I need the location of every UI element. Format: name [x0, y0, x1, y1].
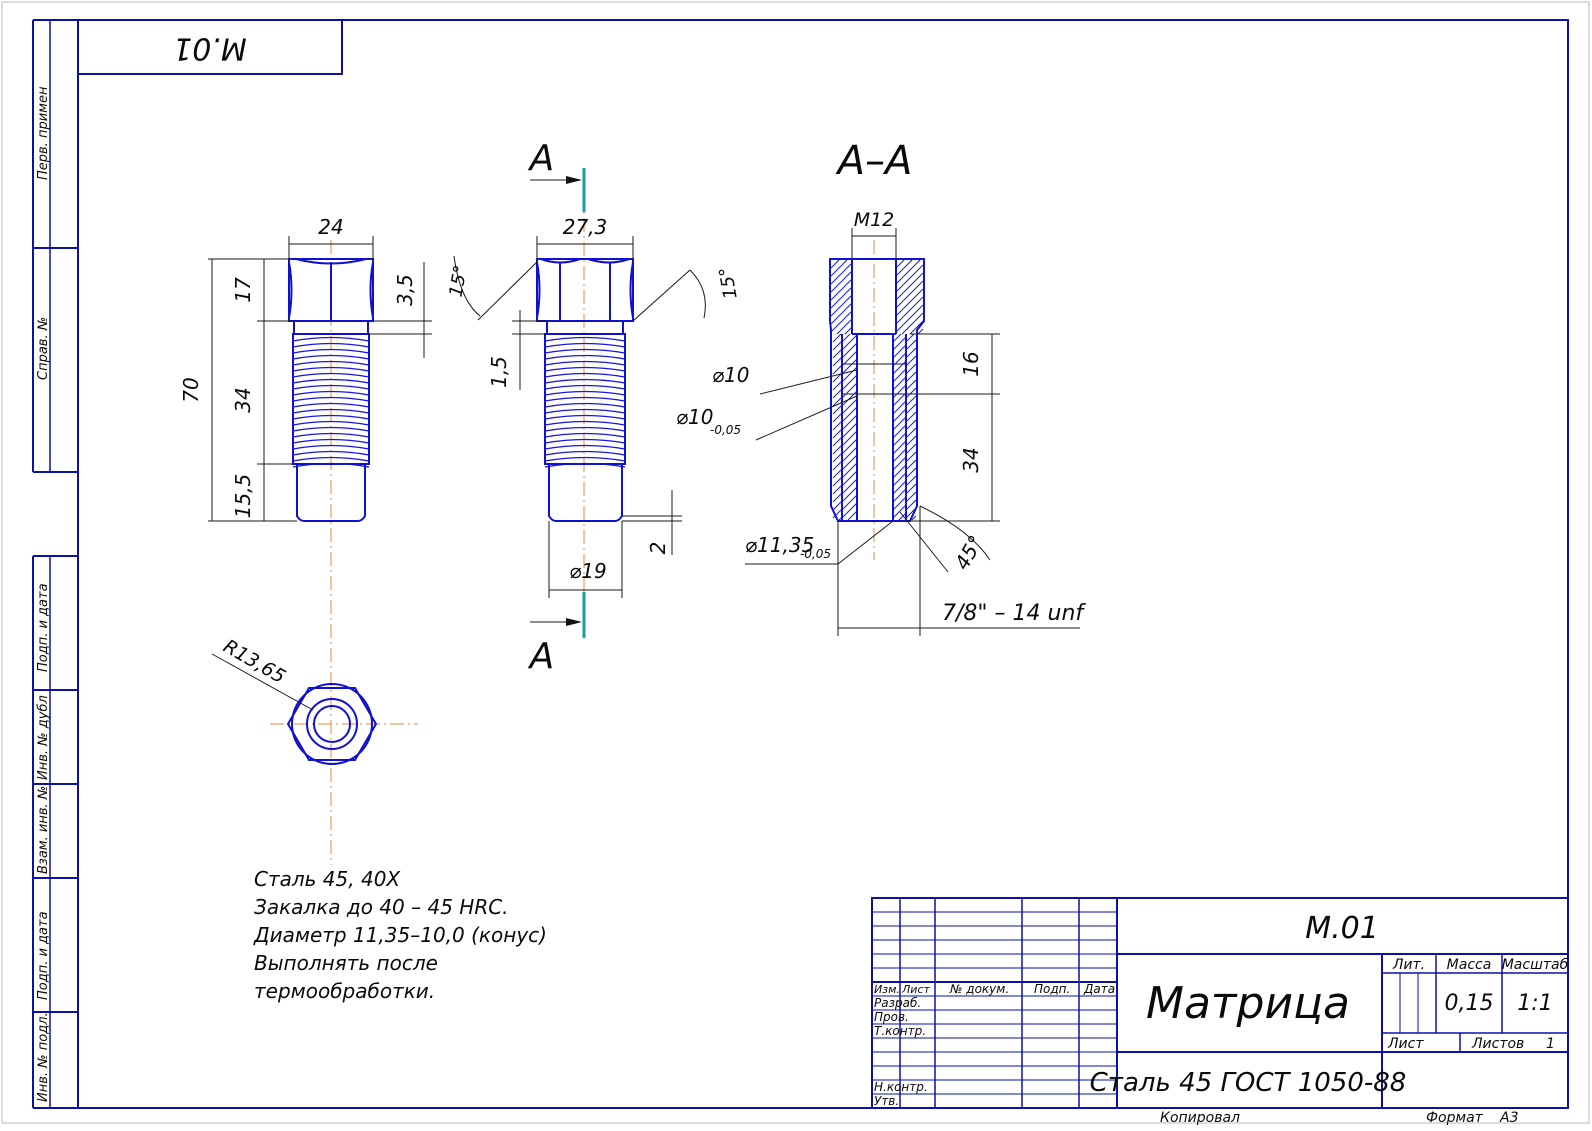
tb-col-data: Дата	[1083, 982, 1115, 996]
tb-col-podp: Подп.	[1034, 982, 1070, 996]
left-margin: Перв. примен Справ. № Подп. и дата Инв. …	[32, 19, 79, 1109]
tb-sheets-label: Листов	[1471, 1036, 1524, 1052]
dim-section-bore-b: ⌀10	[676, 405, 714, 429]
note-line: термообработки.	[254, 979, 435, 1003]
tb-role: Разраб.	[874, 996, 921, 1010]
note-line: Закалка до 40 – 45 HRC.	[254, 895, 509, 919]
margin-inv-podl: Инв. № подл.	[36, 1012, 51, 1102]
tb-format-label: Формат	[1426, 1110, 1484, 1126]
section-letter-bottom: A	[528, 636, 555, 677]
tb-role: Утв.	[874, 1094, 899, 1108]
dim-front-width: 24	[318, 215, 343, 239]
dim-side-angle-left: 15°	[445, 264, 471, 299]
tb-designation: M.01	[1305, 911, 1379, 946]
margin-inv-dubl: Инв. № дубл	[36, 695, 51, 780]
dim-side-dia: ⌀19	[569, 559, 607, 583]
dim-section-angle: 45°	[950, 531, 989, 574]
margin-sprav-no: Справ. №	[36, 317, 51, 380]
margin-vzam-inv: Взам. инв. №	[36, 786, 51, 874]
tb-role: Т.контр.	[874, 1024, 926, 1038]
dim-side-angle-right: 15°	[715, 265, 741, 300]
front-view: 24 70 17 34 15,5 3,5	[179, 215, 432, 865]
dim-front-thread: 34	[231, 387, 255, 412]
note-line: Выполнять после	[254, 951, 438, 975]
dim-section-len-a: 16	[959, 351, 983, 376]
dim-front-head: 17	[231, 277, 255, 303]
dim-section-thread-spec: 7/8" – 14 unf	[942, 601, 1086, 626]
tb-col-doc: № докум.	[949, 982, 1009, 996]
tb-copied: Копировал	[1160, 1110, 1240, 1126]
dim-section-outer: ⌀11,35	[745, 533, 814, 557]
tb-col-list: Лист	[901, 983, 930, 996]
margin-podp-data-1: Подп. и дата	[36, 583, 51, 672]
dim-section-bore-b-tol: -0,05	[710, 423, 741, 437]
dim-section-len-b: 34	[959, 447, 983, 472]
margin-perv-primen: Перв. примен	[36, 86, 51, 180]
tb-scale-label: Масштаб	[1502, 957, 1569, 973]
tb-mass-label: Масса	[1447, 957, 1492, 973]
dim-front-chamfer: 3,5	[393, 274, 417, 306]
tb-col-izm: Изм.	[874, 983, 900, 996]
note-line: Сталь 45, 40Х	[254, 867, 401, 891]
section-letter-top: A	[528, 138, 555, 179]
tb-lit-label: Лит.	[1392, 957, 1425, 973]
tb-mass: 0,15	[1445, 991, 1494, 1016]
dim-side-gap: 1,5	[487, 356, 511, 388]
top-stamp: M.01	[77, 19, 343, 75]
dim-front-shank: 15,5	[231, 474, 255, 519]
dim-side-width: 27,3	[563, 215, 608, 239]
top-stamp-text: M.01	[173, 31, 247, 66]
drawing-frame	[77, 19, 1569, 1109]
dim-front-total: 70	[179, 377, 203, 402]
tb-scale: 1:1	[1517, 991, 1552, 1016]
dim-section-bore-a: ⌀10	[712, 363, 750, 387]
margin-podp-data-2: Подп. и дата	[36, 911, 51, 1000]
tb-material: Сталь 45 ГОСТ 1050-88	[1090, 1068, 1407, 1098]
section-title: А–А	[835, 138, 913, 184]
dim-section-outer-tol: -0,05	[800, 547, 831, 561]
technical-notes: Сталь 45, 40Х Закалка до 40 – 45 HRC. Ди…	[253, 867, 547, 1003]
side-view: 27,3 15° 15° 1,5 2 ⌀19 A A	[445, 138, 741, 677]
tb-role: Н.контр.	[874, 1080, 928, 1094]
title-block: Изм. Лист № докум. Подп. Дата Разраб. Пр…	[871, 897, 1569, 1126]
tb-format: А3	[1499, 1110, 1518, 1126]
dim-end-radius: R13,65	[220, 635, 290, 688]
dim-section-thread-top: M12	[854, 209, 895, 231]
section-view: А–А M12 ⌀10 ⌀10 -0,05 16	[676, 138, 1086, 636]
note-line: Диаметр 11,35–10,0 (конус)	[253, 923, 547, 947]
tb-sheets: 1	[1546, 1036, 1555, 1052]
tb-sheet-label: Лист	[1387, 1036, 1424, 1052]
end-view: R13,65	[211, 635, 418, 765]
dim-side-chamfer: 2	[646, 542, 670, 555]
tb-role: Пров.	[874, 1010, 909, 1024]
tb-name: Матрица	[1146, 978, 1350, 1029]
